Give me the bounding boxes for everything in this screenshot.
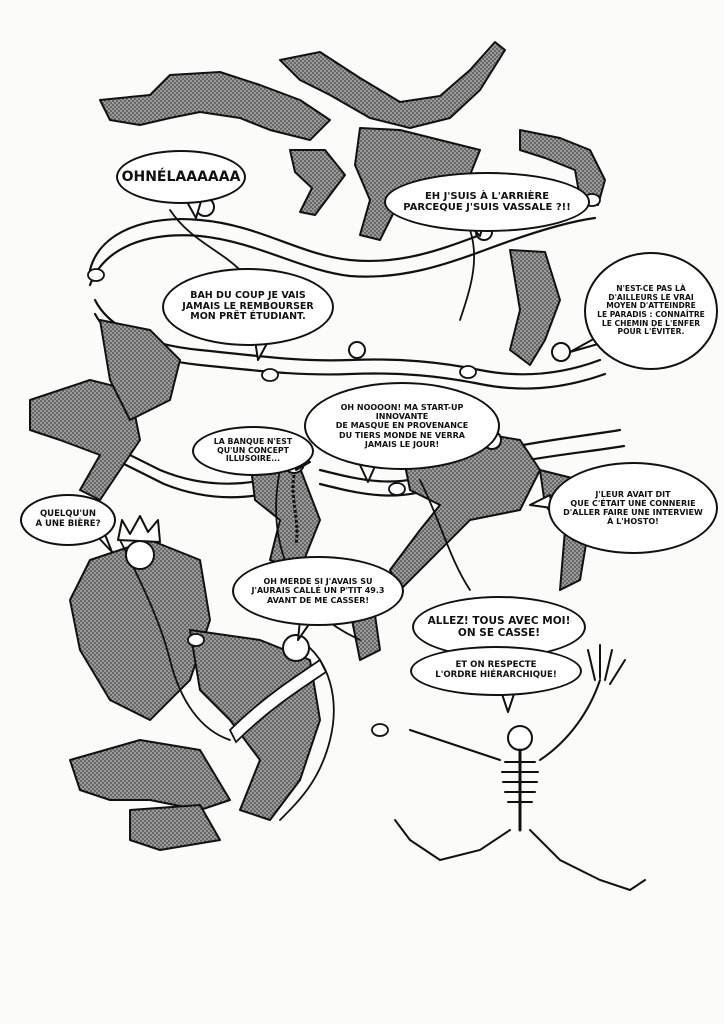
speech-bubble-connerie: J'leur avait dit que c'était une conneri… xyxy=(548,462,718,554)
speech-text: La banque n'est qu'un concept illusoire.… xyxy=(213,436,293,464)
crown-icon xyxy=(117,515,161,543)
speech-text: Oh merde si j'avais su j'aurais callé un… xyxy=(251,577,385,605)
speech-bubble-merde: Oh merde si j'avais su j'aurais callé un… xyxy=(232,556,404,626)
speech-text: Oh noooon! Ma start-up innovante de masq… xyxy=(335,403,469,449)
skeleton-figure xyxy=(394,644,646,891)
speech-text: Allez! Tous avec moi! On se casse! xyxy=(427,614,571,639)
speech-bubble-hierarchique: Et on respecte l'ordre hiérarchique! xyxy=(410,646,582,696)
speech-bubble-vassale: Eh J'suis à l'arrière parceque j'suis va… xyxy=(384,172,590,232)
speech-bubble-banque: La banque n'est qu'un concept illusoire.… xyxy=(192,426,314,476)
speech-text: Et on respecte l'ordre hiérarchique! xyxy=(435,660,557,680)
speech-bubble-startup: Oh noooon! Ma start-up innovante de masq… xyxy=(304,382,500,470)
speech-text: Quelqu'un a une bière? xyxy=(35,509,101,529)
sash xyxy=(228,658,328,744)
shaded-bodies xyxy=(29,249,591,851)
speech-text: J'leur avait dit que c'était une conneri… xyxy=(563,489,703,527)
speech-bubble-oh-la: ohnélaaaaaa xyxy=(116,150,246,204)
speech-text: ohnélaaaaaa xyxy=(121,168,241,185)
speech-bubble-rembourser: Bah du coup je vais jamais le rembourser… xyxy=(162,268,334,346)
speech-text: Bah du coup je vais jamais le rembourser… xyxy=(182,289,314,323)
speech-text: N'est-ce pas là d'ailleurs le vrai moyen… xyxy=(597,283,705,337)
noose-rope-icon xyxy=(291,474,299,546)
speech-text: Eh J'suis à l'arrière parceque j'suis va… xyxy=(403,190,571,214)
speech-bubble-paradis: N'est-ce pas là d'ailleurs le vrai moyen… xyxy=(584,252,718,370)
speech-bubble-biere: Quelqu'un a une bière? xyxy=(20,494,116,546)
